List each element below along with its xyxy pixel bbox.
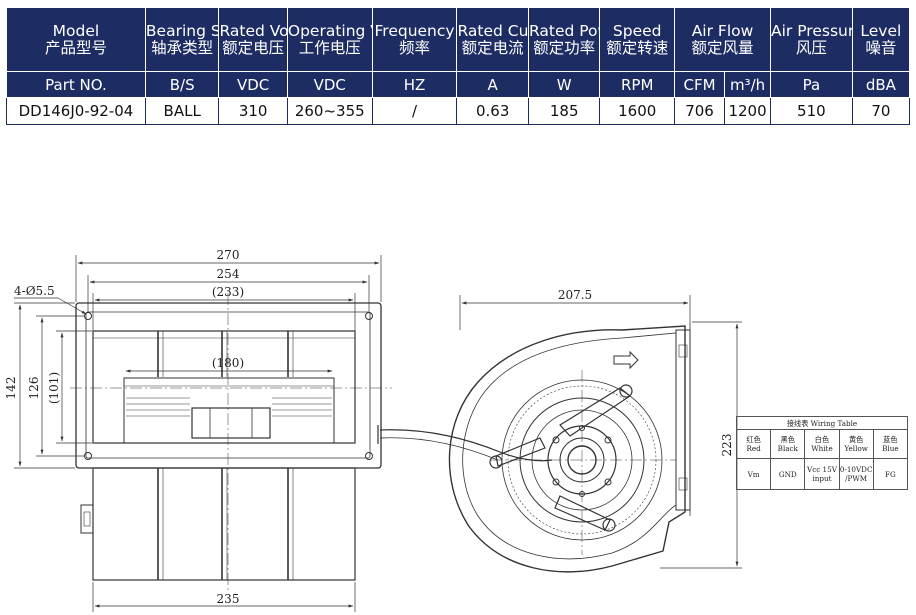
wire-function-blue: FG bbox=[872, 458, 909, 490]
unit-cell: Pa bbox=[770, 71, 853, 98]
value-cell: 706 bbox=[673, 97, 726, 125]
value-cell: BALL bbox=[144, 97, 220, 125]
header-rated-power: Rated Power额定功率 bbox=[527, 7, 601, 72]
header-bearing: Bearing Syetem轴承类型 bbox=[144, 7, 220, 72]
unit-cell: Part NO. bbox=[6, 71, 146, 98]
value-cell: 510 bbox=[770, 97, 853, 125]
front-view bbox=[70, 293, 392, 590]
unit-cell: A bbox=[456, 71, 529, 98]
units-row: Part NO. B/S VDC VDC HZ A W RPM CFM m³/h… bbox=[6, 71, 911, 98]
unit-cell: HZ bbox=[371, 71, 458, 98]
value-cell: 1200 bbox=[724, 97, 772, 125]
unit-cell: dBA bbox=[851, 71, 911, 98]
values-row: DD146J0-92-04 BALL 310 260~355 / 0.63 18… bbox=[6, 97, 911, 125]
wire-function-yellow: 0-10VDC /PWM bbox=[838, 458, 874, 490]
dim-motor-width: (180) bbox=[212, 356, 244, 370]
dim-mount-holes: 4-Ø5.5 bbox=[14, 284, 55, 298]
dim-height: 142 bbox=[4, 377, 18, 400]
wire-function-white: Vcc 15V input bbox=[804, 458, 840, 490]
unit-cell: RPM bbox=[599, 71, 675, 98]
dim-flange-height: 126 bbox=[27, 377, 41, 400]
front-dimension-labels: 270 254 (233) (180) 4-Ø5.5 142 126 (101)… bbox=[4, 248, 244, 606]
unit-cell: B/S bbox=[144, 71, 220, 98]
value-cell: 1600 bbox=[599, 97, 675, 125]
header-operating-voltage: Operating Voltage工作电压 bbox=[286, 7, 373, 72]
unit-cell: W bbox=[527, 71, 601, 98]
unit-cell: VDC bbox=[218, 71, 288, 98]
value-cell: 310 bbox=[218, 97, 288, 125]
unit-cell: m³/h bbox=[724, 71, 772, 98]
header-air-pressure: Air Pressure风压 bbox=[770, 7, 853, 72]
value-cell: 185 bbox=[527, 97, 601, 125]
dim-flange-width: 254 bbox=[217, 267, 240, 281]
dim-inner-height: (101) bbox=[47, 372, 61, 404]
front-dimension-lines bbox=[14, 255, 382, 612]
side-dimension-labels: 207.5 223 bbox=[558, 288, 734, 456]
side-view bbox=[377, 322, 691, 573]
dim-base-width: 235 bbox=[217, 592, 240, 606]
value-cell: DD146J0-92-04 bbox=[6, 97, 146, 125]
value-cell: 0.63 bbox=[456, 97, 529, 125]
wire-function-black: GND bbox=[770, 458, 806, 490]
value-cell: 70 bbox=[851, 97, 911, 125]
dim-side-height: 223 bbox=[720, 434, 734, 457]
value-cell: / bbox=[371, 97, 458, 125]
dim-side-width: 207.5 bbox=[558, 288, 592, 302]
dim-overall-width: 270 bbox=[217, 248, 240, 262]
unit-cell: CFM bbox=[673, 71, 726, 98]
dim-inner-width: (233) bbox=[212, 285, 244, 299]
wire-function-red: Vm bbox=[735, 458, 772, 490]
header-rated-voltage: Rated Voltage额定电压 bbox=[218, 7, 288, 72]
value-cell: 260~355 bbox=[286, 97, 373, 125]
header-rated-current: Rated Current额定电流 bbox=[456, 7, 529, 72]
wiring-table-title: 接线表 Wiring Table bbox=[736, 416, 908, 430]
wiring-value-row: Vm GND Vcc 15V input 0-10VDC /PWM FG bbox=[735, 458, 909, 490]
